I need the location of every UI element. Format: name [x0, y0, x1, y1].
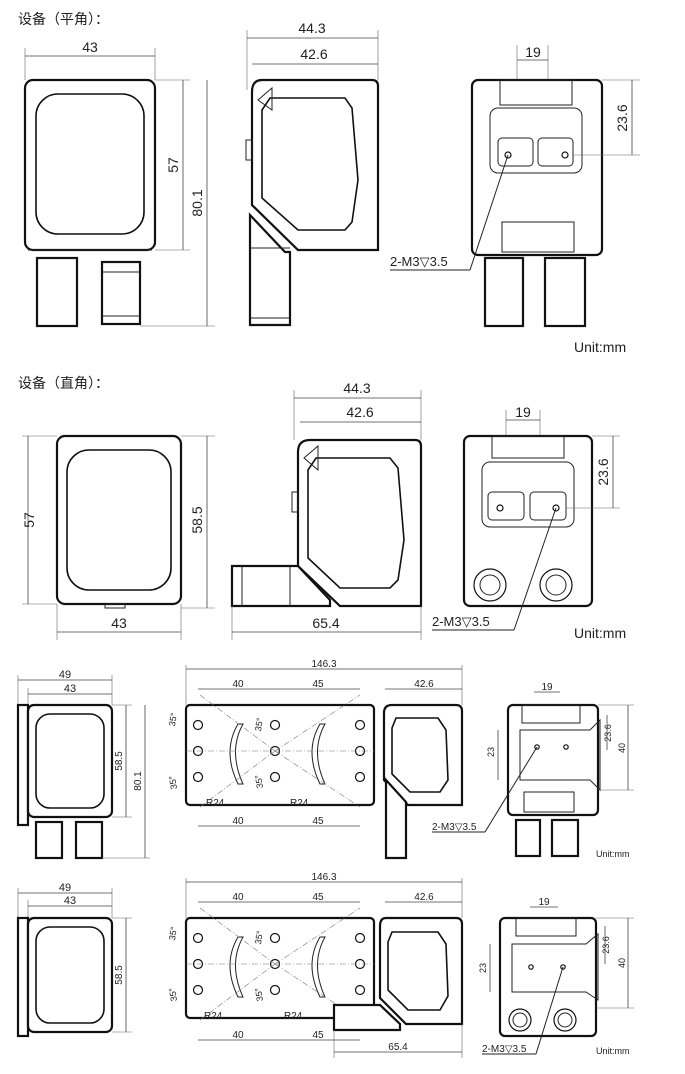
dim-bottom-a: 40 [232, 816, 244, 827]
dim-total-height: 80.1 [189, 189, 205, 216]
dim-height: 58.5 [114, 965, 125, 985]
unit-label: Unit:mm [596, 1046, 630, 1056]
dim-height: 58.5 [114, 751, 125, 771]
unit-label: Unit:mm [574, 625, 626, 641]
front-view: 49 43 58.5 80.1 [16, 669, 150, 860]
side-view: 44.3 42.6 [245, 20, 380, 327]
radius-1: R24 [206, 798, 225, 809]
section-title: 设备（直角）： [18, 375, 109, 392]
dim-total: 146.3 [311, 659, 336, 670]
bracket-view: 146.3 40 45 42.6 35° 35° 35° 35° R24 R24… [167, 872, 464, 1058]
angle-3: 35° [253, 930, 265, 946]
dim-width: 19 [541, 682, 553, 693]
dim-height-c: 40 [617, 743, 627, 753]
section-right-angle: 设备（直角）： 57 58.5 43 44.3 42.6 65.4 [18, 375, 626, 641]
thread-callout: 2-M3▽3.5 [482, 1044, 527, 1055]
dim-second: 42.6 [300, 46, 327, 62]
dim-height-b: 23.6 [603, 724, 613, 742]
dim-width-outer: 49 [59, 669, 71, 681]
back-view: 19 23 23.6 40 2-M3▽3.5 Unit:mm [478, 897, 634, 1056]
angle-3: 35° [253, 717, 265, 733]
front-view: 57 58.5 43 [21, 434, 215, 640]
dim-height2: 58.5 [189, 506, 205, 533]
angle-2: 35° [167, 775, 179, 791]
dim-height: 23.6 [614, 104, 630, 131]
dim-top-a: 40 [232, 892, 244, 903]
section-bracket-flat: 49 43 58.5 80.1 146.3 40 45 42.6 [16, 659, 634, 860]
radius-2: R24 [290, 798, 309, 809]
dim-width: 19 [525, 44, 541, 60]
section-bracket-right: 49 43 58.5 146.3 40 45 42.6 35° 35° [16, 872, 634, 1058]
angle-4: 35° [253, 987, 265, 1003]
unit-label: Unit:mm [574, 339, 626, 355]
back-view: 19 23.6 2-M3▽3.5 Unit:mm [432, 404, 626, 641]
dim-top: 44.3 [343, 380, 370, 396]
dim-length: 65.4 [312, 615, 339, 631]
angle-1: 35° [167, 712, 179, 728]
thread-callout: 2-M3▽3.5 [390, 254, 448, 269]
dim-height: 57 [21, 512, 37, 528]
back-view: 19 23.6 2-M3▽3.5 Unit:mm [390, 44, 640, 355]
dim-total-height: 80.1 [133, 771, 144, 791]
radius-2: R24 [284, 1011, 303, 1022]
dim-width: 19 [538, 897, 550, 908]
dim-height-b: 23.6 [601, 936, 611, 954]
dim-bottom-a: 40 [232, 1030, 244, 1041]
dim-width: 19 [515, 404, 531, 420]
dim-height: 23.6 [595, 458, 611, 485]
back-view: 19 23 23.6 40 2-M3▽3.5 Unit:mm [432, 682, 634, 859]
dim-total: 146.3 [311, 872, 336, 883]
dim-width: 43 [64, 683, 76, 695]
section-title: 设备（平角）： [18, 11, 109, 28]
angle-2: 35° [167, 987, 179, 1003]
angle-1: 35° [167, 926, 179, 942]
dim-top-b: 45 [312, 892, 324, 903]
unit-label: Unit:mm [596, 849, 630, 859]
dim-length: 65.4 [388, 1042, 408, 1053]
dim-height-a: 23 [478, 963, 488, 973]
dim-height: 57 [165, 157, 181, 173]
dim-width-outer: 49 [59, 882, 71, 894]
dim-second: 42.6 [346, 404, 373, 420]
dim-side: 42.6 [414, 679, 434, 690]
front-view: 49 43 58.5 [16, 882, 132, 1038]
dim-bottom-b: 45 [312, 1030, 324, 1041]
angle-4: 35° [253, 774, 265, 790]
dim-top: 44.3 [298, 20, 325, 36]
dim-height-c: 40 [617, 958, 627, 968]
side-view: 44.3 42.6 65.4 [230, 380, 423, 640]
dim-top-b: 45 [312, 679, 324, 690]
front-view: 43 57 80.1 [23, 39, 215, 328]
thread-callout: 2-M3▽3.5 [432, 822, 477, 833]
dim-width: 43 [111, 615, 127, 631]
radius-1: R24 [204, 1011, 223, 1022]
dim-width: 43 [64, 895, 76, 907]
dim-width: 43 [82, 39, 98, 55]
thread-callout: 2-M3▽3.5 [432, 614, 490, 629]
dim-side: 42.6 [414, 892, 434, 903]
dim-bottom-b: 45 [312, 816, 324, 827]
dim-height-a: 23 [486, 747, 496, 757]
section-flat-angle: 设备（平角）： 43 57 80.1 44.3 42.6 [18, 11, 640, 355]
dim-top-a: 40 [232, 679, 244, 690]
bracket-view: 146.3 40 45 42.6 35° 35° 35° 35° R24 R24… [167, 659, 464, 860]
